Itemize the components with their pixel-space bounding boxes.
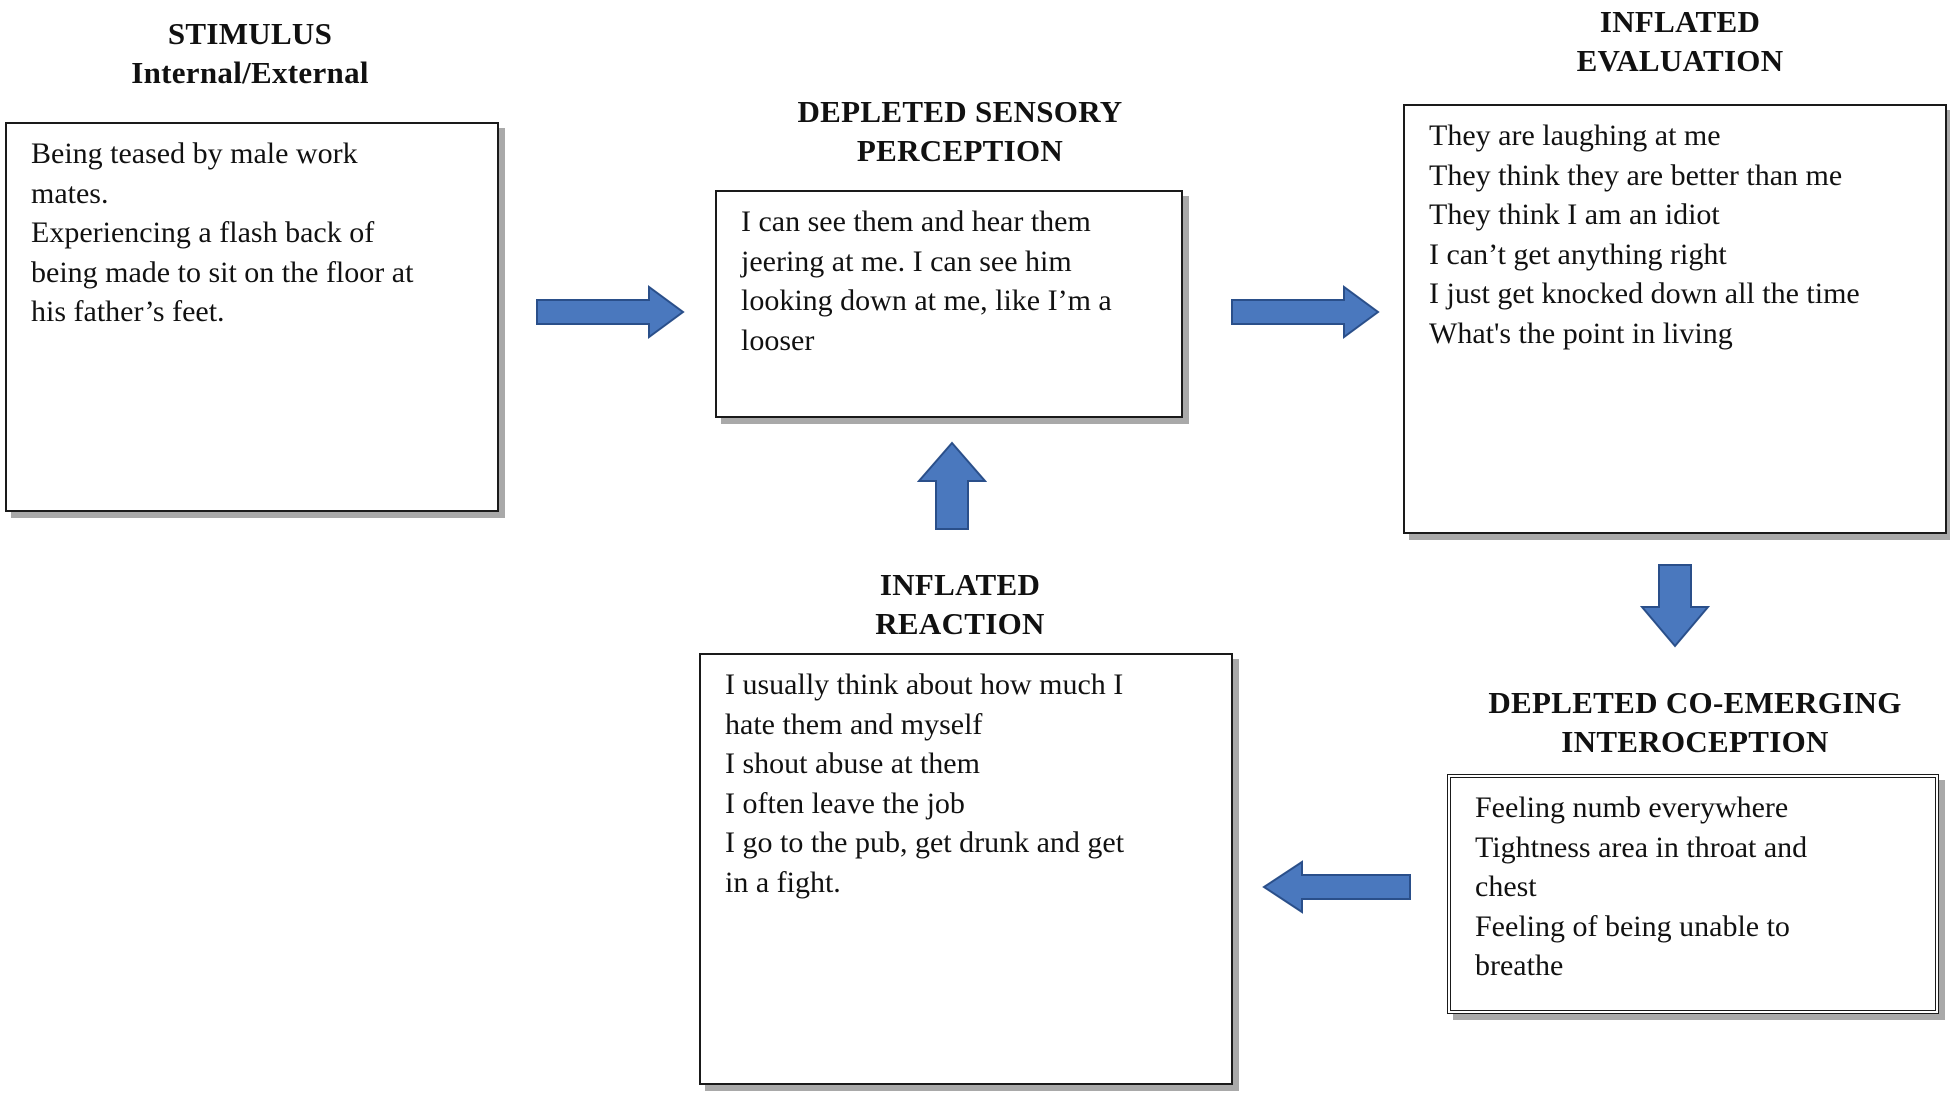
sensory-text-line: jeering at me. I can see him — [741, 244, 1072, 278]
stimulus-text-line: Experiencing a flash back of — [31, 216, 375, 249]
arrow-left-icon — [1262, 860, 1411, 914]
sensory-heading-line-1: DEPLETED SENSORY — [797, 94, 1123, 129]
sensory-box: I can see them and hear them jeering at … — [715, 190, 1183, 418]
interoception-text-line: Tightness area in throat and — [1475, 830, 1808, 864]
reaction-heading-line-1: INFLATED — [879, 567, 1041, 602]
evaluation-heading: INFLATED EVALUATION — [1480, 2, 1880, 80]
reaction-text-line: I usually think about how much I — [725, 668, 1124, 701]
sensory-heading-line-2: PERCEPTION — [856, 133, 1064, 168]
reaction-text-line: I often leave the job — [725, 786, 965, 820]
arrow-up-icon — [917, 441, 987, 530]
evaluation-box: They are laughing at me They think they … — [1403, 104, 1947, 534]
interoception-heading-line-1: DEPLETED CO-EMERGING — [1488, 685, 1902, 720]
interoception-heading-line-2: INTEROCEPTION — [1561, 724, 1829, 759]
reaction-text-line: in a fight. — [725, 865, 841, 899]
reaction-heading: INFLATED REACTION — [760, 565, 1160, 643]
interoception-heading: DEPLETED CO-EMERGING INTEROCEPTION — [1440, 683, 1950, 761]
evaluation-text-line: I just get knocked down all the time — [1429, 277, 1860, 310]
stimulus-heading-line-1: STIMULUS — [167, 16, 333, 51]
arrow-right-icon — [1231, 285, 1380, 339]
evaluation-text-line: I can’t get anything right — [1429, 237, 1727, 271]
evaluation-text-line: What's the point in living — [1429, 316, 1733, 350]
stimulus-box: Being teased by male work mates. Experie… — [5, 122, 499, 512]
evaluation-text-line: They think I am an idiot — [1429, 198, 1720, 231]
stimulus-heading-line-2: Internal/External — [131, 55, 369, 90]
sensory-heading: DEPLETED SENSORY PERCEPTION — [740, 92, 1180, 170]
stimulus-text-line: his father’s feet. — [31, 295, 225, 328]
sensory-text-line: looser — [741, 323, 815, 357]
interoception-text-line: Feeling numb everywhere — [1475, 791, 1789, 824]
reaction-text-line: hate them and myself — [725, 707, 983, 741]
stimulus-heading: STIMULUS Internal/External — [80, 14, 420, 92]
arrow-down-icon — [1640, 564, 1710, 648]
reaction-box: I usually think about how much I hate th… — [699, 653, 1233, 1085]
evaluation-heading-line-2: EVALUATION — [1576, 43, 1784, 78]
reaction-heading-line-2: REACTION — [875, 606, 1045, 641]
evaluation-text-line: They are laughing at me — [1429, 119, 1721, 152]
interoception-box: Feeling numb everywhere Tightness area i… — [1447, 774, 1939, 1014]
reaction-text-line: I go to the pub, get drunk and get — [725, 826, 1125, 859]
reaction-text-line: I shout abuse at them — [725, 747, 980, 780]
sensory-text-line: looking down at me, like I’m a — [741, 284, 1112, 317]
evaluation-text-line: They think they are better than me — [1429, 158, 1843, 192]
stimulus-text-line: mates. — [31, 176, 109, 210]
evaluation-heading-line-1: INFLATED — [1599, 4, 1761, 39]
interoception-text-line: chest — [1475, 870, 1537, 903]
interoception-text-line: breathe — [1475, 949, 1564, 982]
arrow-right-icon — [536, 285, 685, 339]
interoception-text-line: Feeling of being unable to — [1475, 909, 1790, 943]
sensory-text-line: I can see them and hear them — [741, 205, 1091, 238]
stimulus-text-line: Being teased by male work — [31, 137, 358, 170]
stimulus-text-line: being made to sit on the floor at — [31, 255, 414, 289]
